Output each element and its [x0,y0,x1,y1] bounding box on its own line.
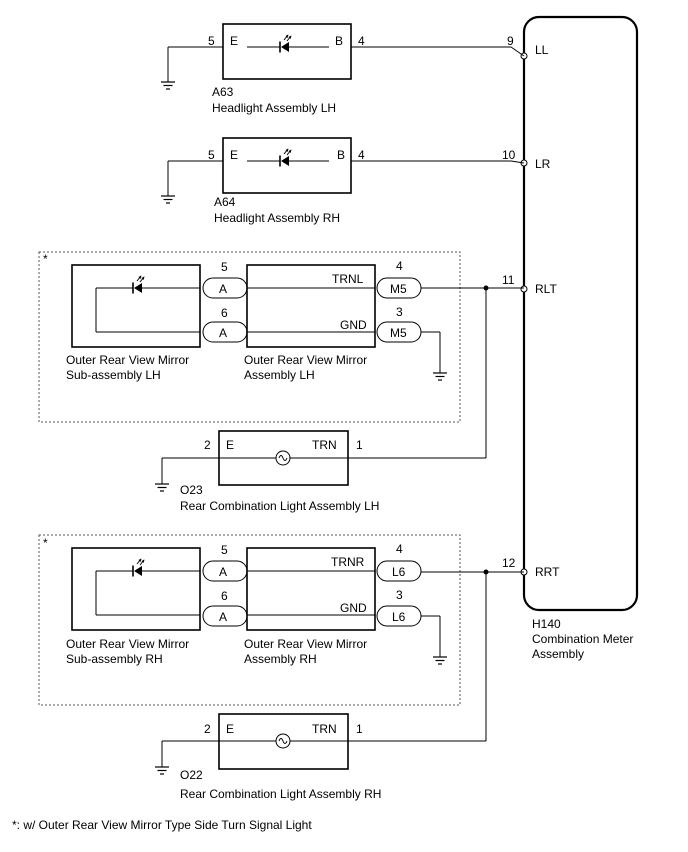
mirror-rh-sub-name-line1: Outer Rear View Mirror [66,637,189,651]
headlight-rh-terminal-e: E [230,148,238,162]
mirror-lh-sub-name-line1: Outer Rear View Mirror [66,353,189,367]
mirror-rh-pin-a-bottom: 6 [221,589,228,603]
mirror-lh-assy-name-line2: Assembly LH [244,368,315,382]
headlight-lh-name: Headlight Assembly LH [212,101,336,115]
meter-pin-9: 9 [507,34,514,48]
rear-combination-light-rh: 2 E TRN 1 O22 Rear Combination Light Ass… [154,572,487,801]
mirror-rh-conn-out-top: L6 [392,565,406,579]
mirror-lh-conn-a-bottom: A [219,326,227,340]
rear-lh-pin-trn: 1 [356,438,363,452]
rear-rh-code: O22 [180,768,203,782]
headlight-lh-pin-b: 4 [358,34,365,48]
option-mark-lh: * [43,252,48,266]
rear-rh-pin-trn: 1 [356,722,363,736]
mirror-rh-conn-out-bottom: L6 [392,610,406,624]
meter-pin-11: 11 [502,273,515,287]
meter-pin-10: 10 [502,148,516,162]
headlight-lh-terminal-e: E [230,34,238,48]
mirror-rh-conn-a-top: A [219,565,227,579]
headlight-rh-pin-b: 4 [358,148,365,162]
mirror-lh-sub-name-line2: Sub-assembly LH [66,368,161,382]
mirror-lh-pin-out-top: 4 [396,259,403,273]
footnote: *: w/ Outer Rear View Mirror Type Side T… [12,818,312,832]
mirror-lh-gnd-label: GND [340,318,367,332]
headlight-rh-pin-e: 5 [208,148,215,162]
headlight-rh-terminal-b: B [337,148,345,162]
mirror-lh-conn-out-top: M5 [390,282,407,296]
headlight-lh-terminal-b: B [335,34,343,48]
mirror-lh-conn-out-bottom: M5 [390,326,407,340]
meter-terminal-ll: LL [535,43,549,57]
rear-lh-code: O23 [180,483,203,497]
mirror-rh-gnd-label: GND [340,601,367,615]
headlight-lh-code: A63 [212,85,234,99]
mirror-rh-signal-label: TRNR [331,555,365,569]
mirror-lh-conn-a-top: A [219,282,227,296]
mirror-lh-pin-out-bottom: 3 [396,305,403,319]
rear-lh-name: Rear Combination Light Assembly LH [180,499,379,513]
combination-meter: 9 LL 10 LR 11 RLT 12 RRT H140 Combinatio… [502,15,639,661]
mirror-rh-pin-out-top: 4 [396,542,403,556]
meter-terminal-rrt: RRT [535,565,560,579]
mirror-rh-assy-name-line2: Assembly RH [244,652,317,666]
rear-rh-terminal-e: E [226,722,234,736]
mirror-rh-section: * A A 5 6 TRNR GND L6 L6 4 3 Outer Rear … [38,534,524,706]
meter-pin-12: 12 [502,556,516,570]
rear-rh-name: Rear Combination Light Assembly RH [180,787,381,801]
headlight-rh-name: Headlight Assembly RH [214,211,340,225]
meter-terminal-lr: LR [535,157,551,171]
meter-code: H140 [532,617,561,631]
meter-pin-rlt [520,285,528,293]
rear-rh-terminal-trn: TRN [312,722,337,736]
mirror-rh-sub-name-line2: Sub-assembly RH [66,652,163,666]
headlight-lh-pin-e: 5 [208,34,215,48]
mirror-lh-signal-label: TRNL [332,272,364,286]
meter-terminal-rlt: RLT [535,282,557,296]
mirror-rh-conn-a-bottom: A [219,610,227,624]
mirror-lh-section: * A A 5 6 TRNL GND M5 M5 4 3 Outer R [38,251,524,423]
headlight-rh-code: A64 [214,195,236,209]
headlight-assembly-rh: 5 E B 4 A64 Headlight Assembly RH [160,137,525,225]
mirror-rh-pin-out-bottom: 3 [396,588,403,602]
rear-lh-pin-e: 2 [204,438,211,452]
mirror-rh-assy-name-line1: Outer Rear View Mirror [244,637,367,651]
mirror-lh-assy-name-line1: Outer Rear View Mirror [244,353,367,367]
rear-rh-pin-e: 2 [204,722,211,736]
mirror-lh-pin-a-top: 5 [221,260,228,274]
headlight-assembly-lh: 5 E B 4 A63 Headlight Assembly LH [160,23,525,115]
rear-lh-terminal-e: E [226,438,234,452]
mirror-lh-pin-a-bottom: 6 [221,306,228,320]
option-mark-rh: * [43,536,48,550]
meter-name-line2: Assembly [532,647,584,661]
mirror-rh-pin-a-top: 5 [221,543,228,557]
meter-name-line1: Combination Meter [532,632,633,646]
rear-combination-light-lh: 2 E TRN 1 O23 Rear Combination Light Ass… [154,288,487,513]
rear-lh-terminal-trn: TRN [312,438,337,452]
